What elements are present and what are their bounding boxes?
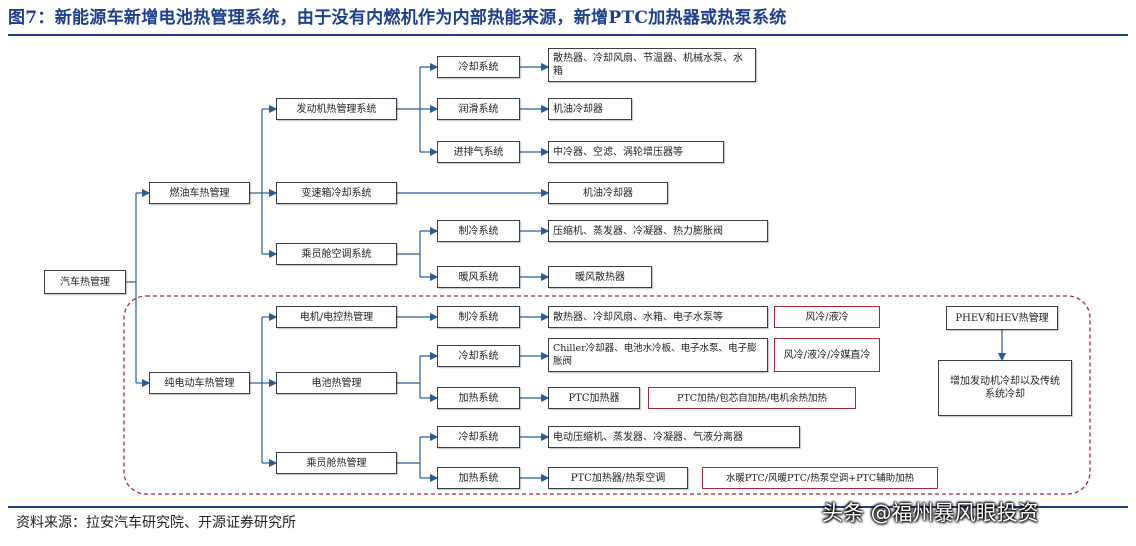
root-node: 汽车热管理 [44, 270, 126, 294]
transmission-parts: 机油冷却器 [548, 182, 668, 204]
title-rule [8, 34, 1128, 36]
battery-cooling-parts: Chiller冷却器、电池水冷板、电子水泵、电子膨胀阀 [548, 338, 768, 372]
engine-intake-node: 进排气系统 [437, 141, 520, 163]
battery-system-node: 电池热管理 [276, 372, 397, 394]
phev-note-title: PHEV和HEV热管理 [946, 306, 1058, 330]
source-note: 资料来源：拉安汽车研究院、开源证券研究所 [16, 515, 296, 531]
phev-note-desc: 增加发动机冷却以及传统系统冷却 [938, 360, 1072, 416]
fuel-ac-heating-parts: 暖风散热器 [548, 266, 652, 288]
fuel-vehicle-node: 燃油车热管理 [149, 182, 250, 204]
battery-heating-new: PTC加热/包芯自加热/电机余热加热 [648, 387, 856, 409]
cabin-heating-node: 加热系统 [437, 467, 520, 489]
battery-heating-node: 加热系统 [437, 387, 520, 409]
cabin-heating-parts: PTC加热器/热泵空调 [548, 467, 688, 489]
battery-cooling-new: 风冷/液冷/冷媒直冷 [774, 338, 880, 372]
engine-lubrication-parts: 机油冷却器 [548, 98, 632, 120]
motor-cooling-node: 制冷系统 [437, 306, 520, 328]
motor-cooling-parts: 散热器、冷却风扇、水箱、电子水泵等 [548, 306, 768, 328]
battery-heating-parts: PTC加热器 [548, 387, 640, 409]
engine-system-node: 发动机热管理系统 [276, 98, 397, 120]
cabin-system-node: 乘员舱热管理 [276, 452, 397, 474]
cabin-cooling-parts: 电动压缩机、蒸发器、冷凝器、气液分离器 [548, 426, 800, 448]
ev-vehicle-node: 纯电动车热管理 [149, 372, 250, 394]
motor-cooling-new: 风冷/液冷 [774, 306, 880, 328]
engine-cooling-node: 冷却系统 [437, 56, 520, 78]
cabin-heating-new: 水暖PTC/风暖PTC/热泵空调+PTC辅助加热 [702, 467, 938, 489]
fuel-ac-system-node: 乘员舱空调系统 [276, 243, 397, 265]
engine-lubrication-node: 润滑系统 [437, 98, 520, 120]
transmission-system-node: 变速箱冷却系统 [276, 182, 397, 204]
fuel-ac-cooling-parts: 压缩机、蒸发器、冷凝器、热力膨胀阀 [548, 220, 768, 242]
ev-dashed-region [123, 295, 1091, 495]
battery-cooling-node: 冷却系统 [437, 345, 520, 367]
figure-title: 图7：新能源车新增电池热管理系统，由于没有内燃机作为内部热能来源，新增PTC加热… [8, 8, 787, 28]
cabin-cooling-node: 冷却系统 [437, 426, 520, 448]
fuel-ac-heating-node: 暖风系统 [437, 266, 520, 288]
fuel-ac-cooling-node: 制冷系统 [437, 220, 520, 242]
source-rule [8, 506, 1128, 508]
watermark: 头条 @福州暴风眼投资 [822, 501, 1039, 525]
engine-intake-parts: 中冷器、空滤、涡轮增压器等 [548, 141, 724, 163]
engine-cooling-parts: 散热器、冷却风扇、节温器、机械水泵、水箱 [548, 48, 756, 82]
motor-system-node: 电机/电控热管理 [276, 306, 397, 328]
